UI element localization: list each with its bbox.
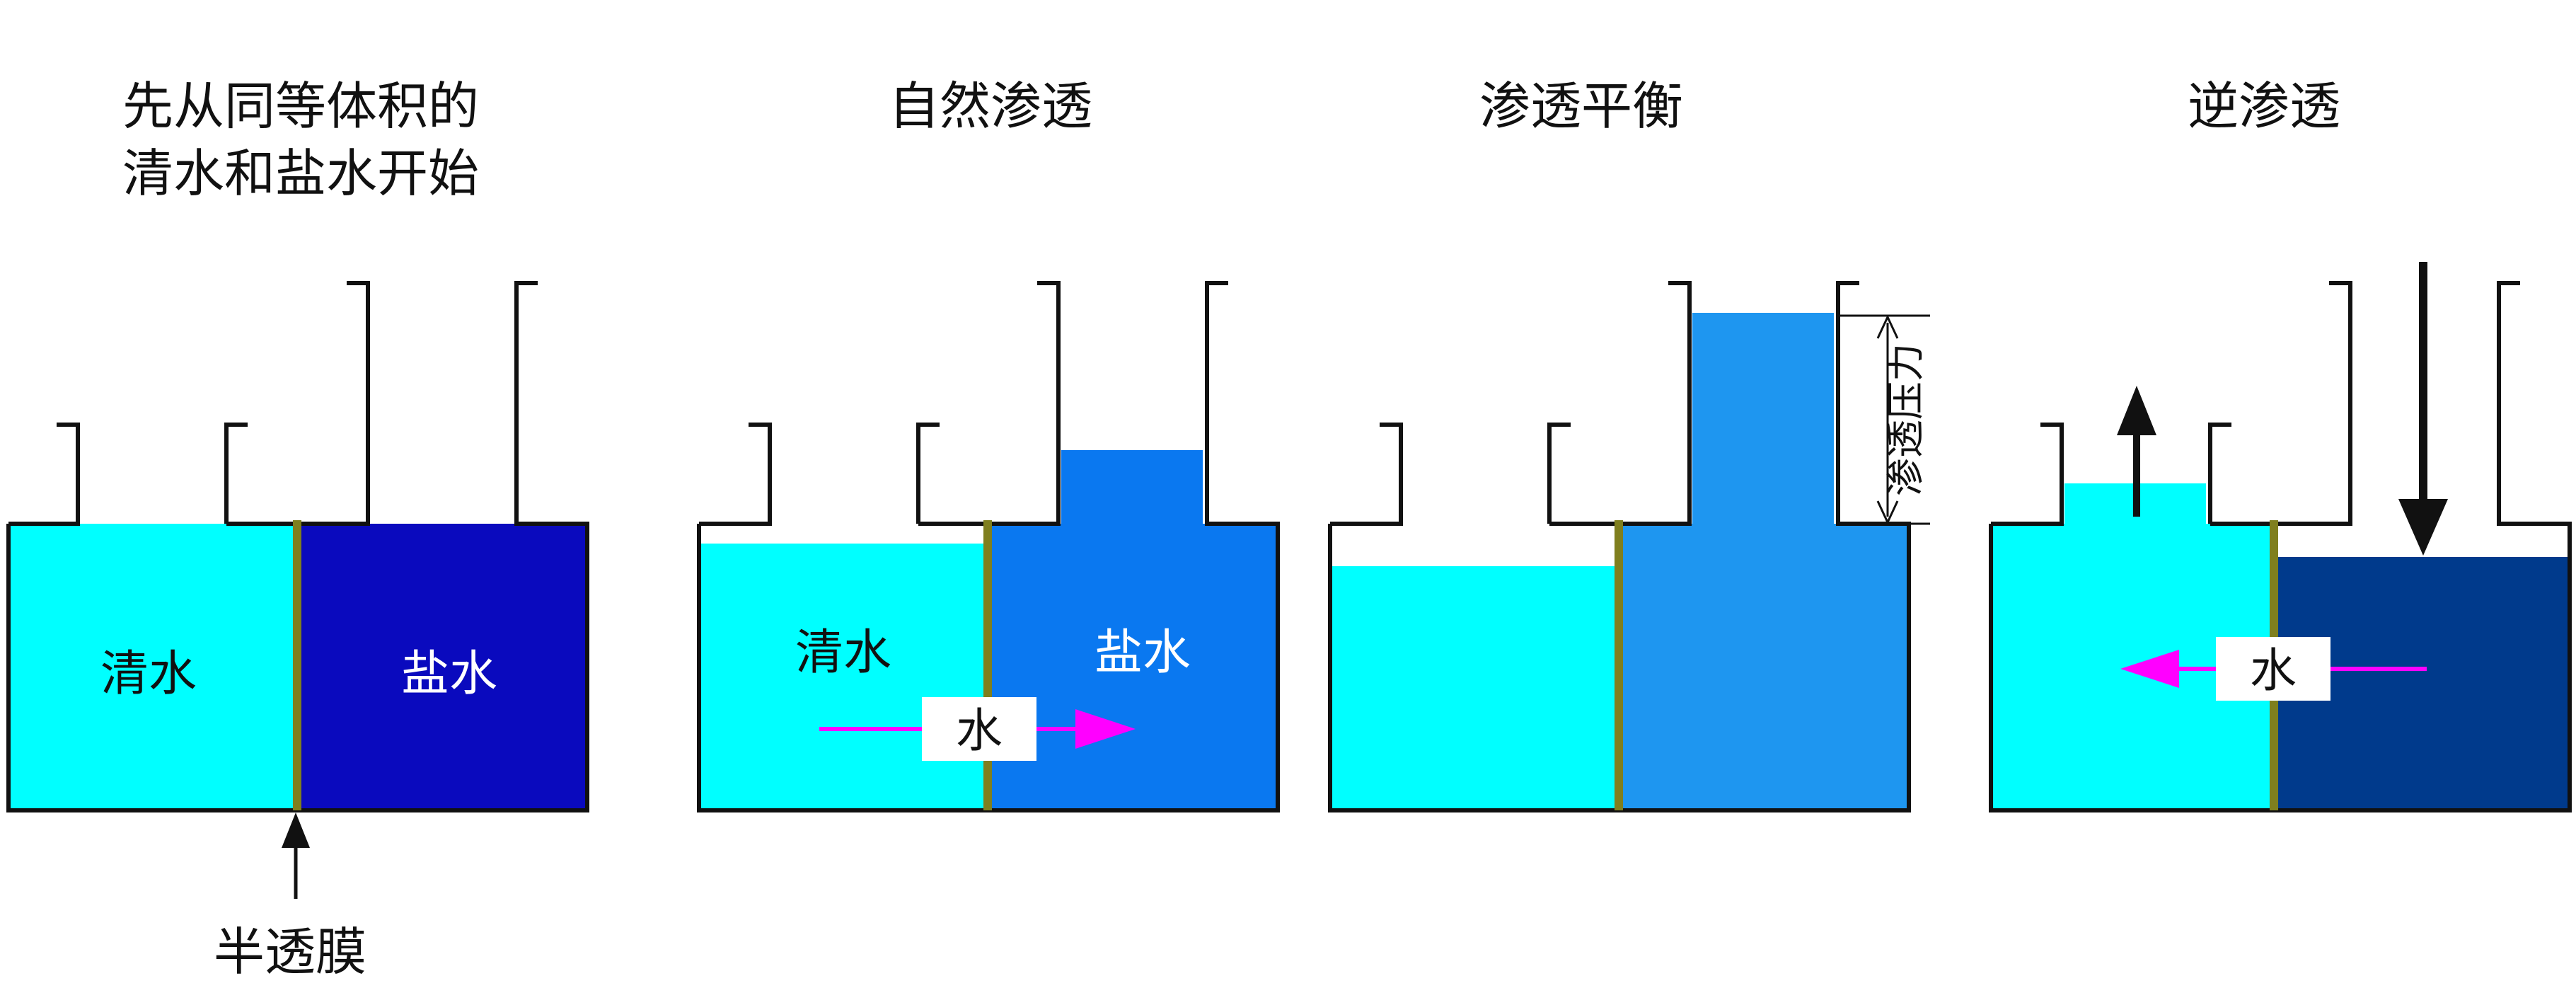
salt-water-label: 盐水	[401, 646, 497, 702]
fresh-water-label: 清水	[795, 625, 891, 681]
salt-water-column-fill	[1061, 450, 1203, 528]
fresh-water-label: 清水	[100, 646, 197, 702]
panel-osmotic-equilibrium: 渗透平衡 渗透压力	[1328, 76, 1930, 812]
reverse-flow-arrow-head-icon	[2120, 650, 2179, 688]
panel-reverse-osmosis-title: 逆渗透	[2188, 76, 2340, 136]
salt-water-fill	[297, 524, 587, 810]
water-flow-arrow-head-icon	[1075, 709, 1136, 749]
salt-water-fill	[988, 524, 1278, 810]
arrow-up-head-icon	[2117, 386, 2156, 435]
panel-reverse-osmosis: 逆渗透 水	[1989, 76, 2572, 812]
fresh-water-fill	[8, 524, 297, 810]
tank-outline	[1989, 281, 2572, 812]
osmotic-pressure-dimension	[1838, 314, 1930, 525]
panel-initial-title-line-2: 清水和盐水开始	[122, 144, 479, 203]
membrane-pointer-arrow-head-icon	[282, 812, 310, 848]
rising-water-arrow	[2117, 386, 2156, 517]
membrane-label: 半透膜	[214, 922, 366, 982]
panel-osmotic-equilibrium-title: 渗透平衡	[1479, 76, 1683, 136]
panel-initial: 先从同等体积的 清水和盐水开始 清水 盐水 半透膜	[6, 76, 589, 982]
pressure-arrow-top-head-icon	[1876, 314, 1899, 339]
reverse-flow-label-box	[2216, 637, 2330, 701]
salt-water-column-fill	[1692, 313, 1834, 528]
panel-natural-osmosis-title: 自然渗透	[889, 76, 1092, 136]
pressure-arrow-bottom-head-icon	[1876, 500, 1899, 525]
fresh-water-fill	[699, 544, 988, 810]
osmotic-pressure-label: 渗透压力	[1883, 343, 1928, 496]
salt-water-label: 盐水	[1094, 625, 1191, 681]
applied-pressure-arrow	[2398, 262, 2448, 556]
membrane-pointer	[282, 812, 310, 899]
panel-initial-title-line-1: 先从同等体积的	[122, 76, 479, 136]
salt-water-fill	[1619, 524, 1909, 810]
water-flow-label-box	[922, 697, 1036, 761]
tank-outline	[697, 281, 1280, 812]
water-flow-label: 水	[956, 704, 1003, 758]
panel-natural-osmosis: 自然渗透 清水 盐水 水	[697, 76, 1280, 812]
tank-outline	[6, 281, 589, 812]
reverse-flow-label: 水	[2250, 643, 2297, 698]
fresh-water-fill	[1330, 566, 1619, 810]
arrow-down-head-icon	[2398, 499, 2448, 556]
